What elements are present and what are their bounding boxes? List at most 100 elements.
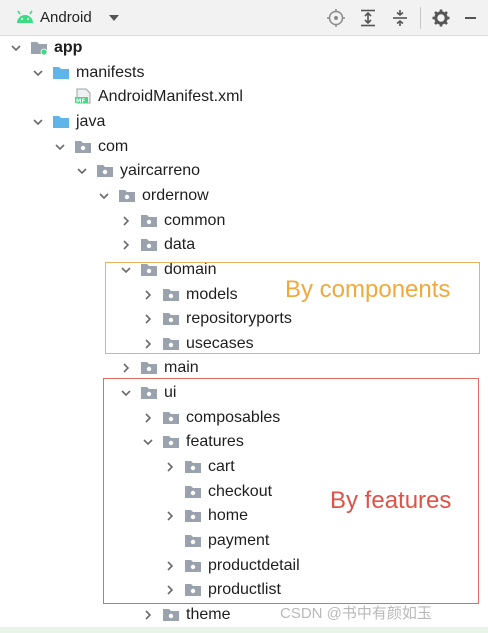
expand-all-icon[interactable] <box>358 8 378 28</box>
package-icon <box>185 485 201 498</box>
tree-item-label: manifests <box>76 63 145 81</box>
tree-row-theme[interactable]: theme <box>0 603 488 627</box>
package-icon <box>163 608 179 621</box>
tree-item-label: payment <box>208 532 270 549</box>
svg-text:MF: MF <box>76 99 85 105</box>
tree-item-label: domain <box>164 260 217 278</box>
chevron-down-icon[interactable] <box>108 13 120 23</box>
tree-item-label: data <box>164 236 196 254</box>
package-icon <box>141 214 157 227</box>
tree-row-home[interactable]: home <box>0 504 488 528</box>
tree-row-payment[interactable]: payment <box>0 529 488 553</box>
tree-item-label: usecases <box>186 334 254 352</box>
tree-item-label: ui <box>164 384 177 402</box>
watermark: CSDN @书中有颜如玉 <box>280 605 432 622</box>
bottom-strip <box>0 627 488 633</box>
tree-row-yaircarreno[interactable]: yaircarreno <box>0 159 488 183</box>
tree-item-label: checkout <box>208 482 273 500</box>
tree-row-ordernow[interactable]: ordernow <box>0 184 488 208</box>
package-icon <box>163 337 179 350</box>
chevron-right-icon[interactable] <box>164 461 176 473</box>
package-icon <box>185 559 201 572</box>
settings-icon[interactable] <box>431 8 451 28</box>
tree-row-data[interactable]: data <box>0 233 488 257</box>
package-icon <box>163 411 179 424</box>
project-view-title[interactable]: Android <box>40 9 92 26</box>
package-icon <box>141 362 157 375</box>
tree-row-checkout[interactable]: checkout <box>0 480 488 504</box>
chevron-right-icon[interactable] <box>142 313 154 325</box>
package-icon <box>141 263 157 276</box>
tree-item-label: composables <box>186 408 281 426</box>
tree-row-cart[interactable]: cart <box>0 455 488 479</box>
chevron-down-icon[interactable] <box>142 436 154 448</box>
chevron-down-icon[interactable] <box>76 165 88 177</box>
chevron-right-icon[interactable] <box>120 239 132 251</box>
tree-row-app[interactable]: app <box>0 36 488 60</box>
chevron-right-icon[interactable] <box>142 412 154 424</box>
tree-row-composables[interactable]: composables <box>0 406 488 430</box>
chevron-right-icon[interactable] <box>164 584 176 596</box>
chevron-right-icon[interactable] <box>142 609 154 621</box>
tree-row-java[interactable]: java <box>0 110 488 134</box>
chevron-right-icon[interactable] <box>120 362 132 374</box>
package-icon <box>141 387 157 400</box>
chevron-down-icon[interactable] <box>120 264 132 276</box>
chevron-down-icon[interactable] <box>32 67 44 79</box>
folder-icon <box>53 115 69 128</box>
tree-item-label: repositoryports <box>186 310 292 328</box>
tree-row-usecases[interactable]: usecases <box>0 332 488 356</box>
tree-item-label: home <box>208 507 249 525</box>
chevron-down-icon[interactable] <box>98 190 110 202</box>
module-folder-icon <box>31 42 48 55</box>
tree-item-label: theme <box>186 605 231 623</box>
tree-item-label: cart <box>208 458 235 476</box>
tree-row-ui[interactable]: ui <box>0 381 488 405</box>
package-icon <box>163 436 179 449</box>
tree-row-productlist[interactable]: productlist <box>0 578 488 602</box>
package-icon <box>119 189 135 202</box>
tree-row-models[interactable]: models <box>0 283 488 307</box>
manifest-file-icon: MF <box>75 88 91 105</box>
project-toolbar: Android <box>0 0 488 36</box>
package-icon <box>97 165 113 178</box>
tree-row-repositoryports[interactable]: repositoryports <box>0 307 488 331</box>
chevron-right-icon[interactable] <box>120 215 132 227</box>
tree-row-common[interactable]: common <box>0 209 488 233</box>
components-highlight-box <box>105 262 480 354</box>
tree-item-label: com <box>98 137 129 155</box>
chevron-right-icon[interactable] <box>142 338 154 350</box>
tree-row-manifests[interactable]: manifests <box>0 61 488 85</box>
tree-row-features[interactable]: features <box>0 430 488 454</box>
tree-row-domain[interactable]: domain <box>0 258 488 282</box>
package-icon <box>141 239 157 252</box>
tree-item-label: common <box>164 211 226 229</box>
tree-item-label: ordernow <box>142 186 209 204</box>
annotation-by-components: By components <box>285 276 451 303</box>
chevron-down-icon[interactable] <box>32 116 44 128</box>
hide-icon[interactable] <box>462 8 482 28</box>
folder-icon <box>53 66 69 79</box>
tree-row-com[interactable]: com <box>0 135 488 159</box>
package-icon <box>185 535 201 547</box>
toolbar-divider <box>420 7 421 29</box>
tree-row-productdetail[interactable]: productdetail <box>0 554 488 578</box>
annotation-by-features: By features <box>330 487 452 514</box>
package-icon <box>185 584 201 597</box>
chevron-right-icon[interactable] <box>164 560 176 572</box>
package-icon <box>75 140 91 153</box>
chevron-down-icon[interactable] <box>120 387 132 399</box>
chevron-down-icon[interactable] <box>54 141 66 153</box>
chevron-down-icon[interactable] <box>10 42 22 54</box>
tree-item-label: productdetail <box>208 556 300 574</box>
collapse-all-icon[interactable] <box>390 8 410 28</box>
tree-item-label: java <box>76 112 106 130</box>
tree-item-label: yaircarreno <box>120 162 201 180</box>
chevron-right-icon[interactable] <box>164 510 176 522</box>
features-highlight-box <box>103 378 479 604</box>
tree-row-main[interactable]: main <box>0 356 488 380</box>
locate-icon[interactable] <box>326 8 346 28</box>
chevron-right-icon[interactable] <box>142 289 154 301</box>
